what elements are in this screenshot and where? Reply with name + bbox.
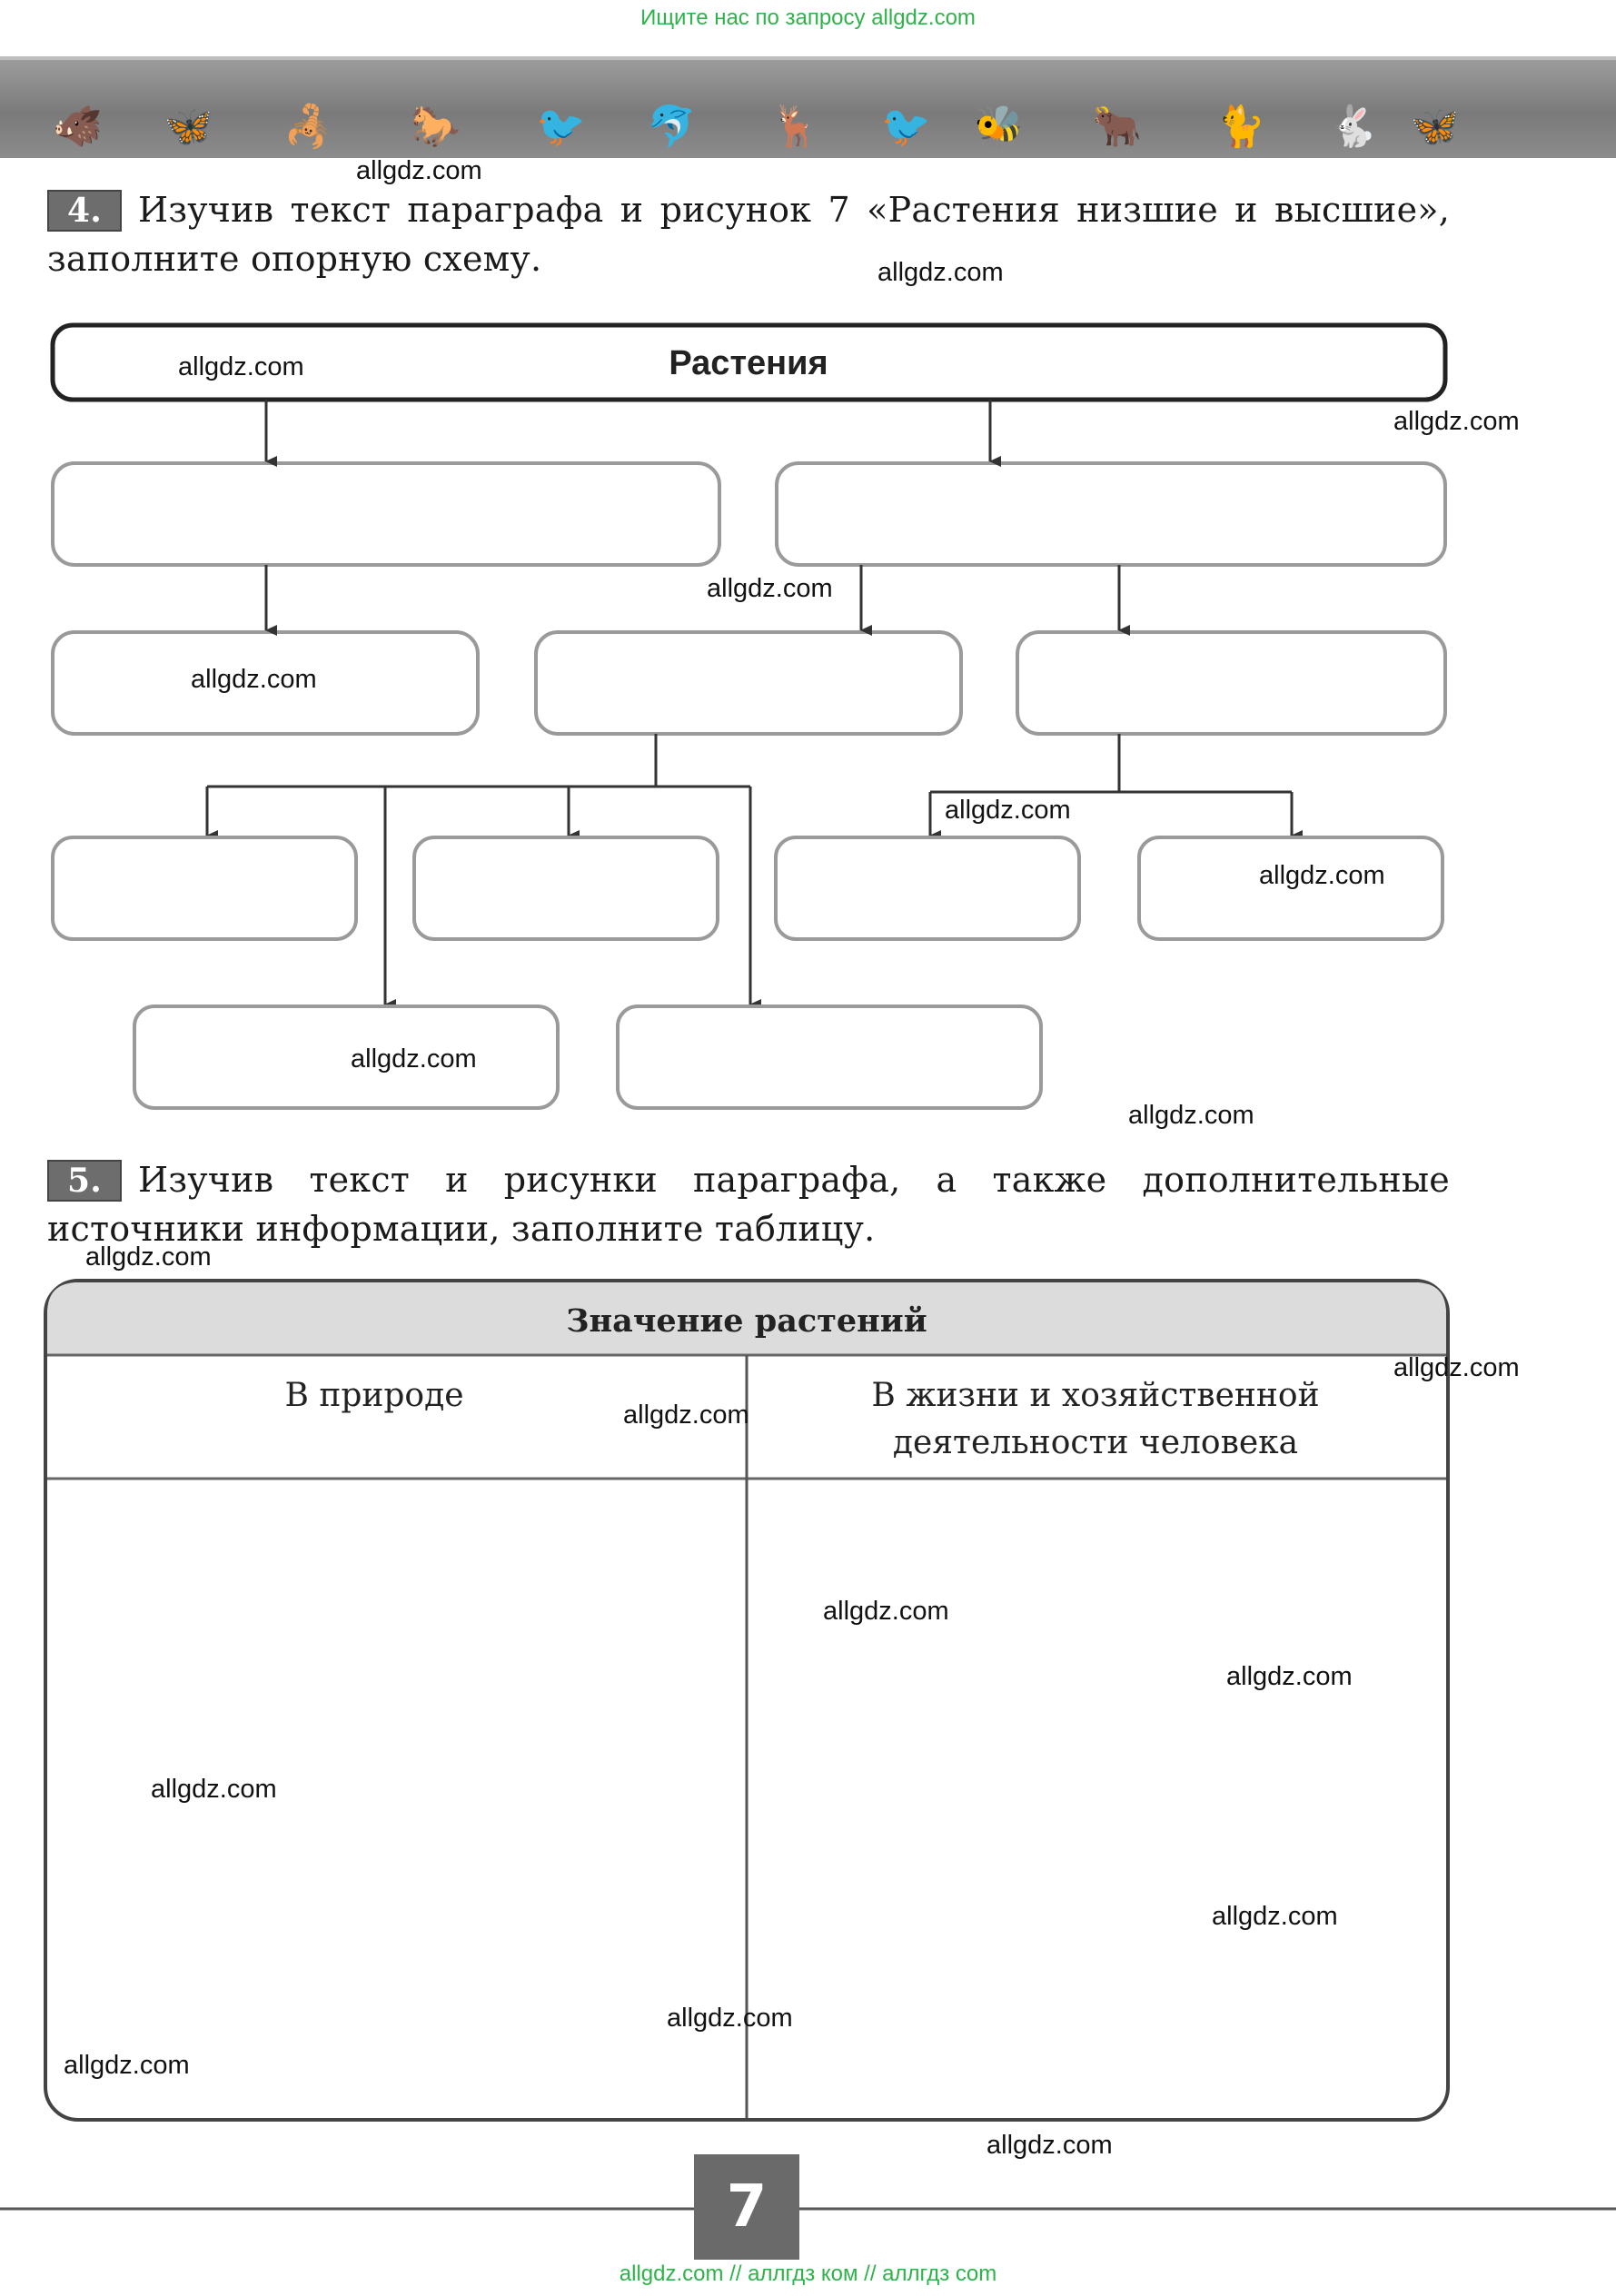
- bottom-link[interactable]: allgdz.com // аллгдз ком // аллгдз com: [619, 2261, 997, 2286]
- table-cell-human[interactable]: [749, 1480, 1444, 2116]
- scheme-box-l2-3[interactable]: [1016, 630, 1447, 736]
- watermark: allgdz.com: [623, 1400, 749, 1430]
- scheme-box-l4-2[interactable]: [616, 1004, 1043, 1110]
- rabbit-icon: 🐇: [1328, 104, 1378, 150]
- watermark: allgdz.com: [1259, 861, 1385, 890]
- watermark: allgdz.com: [823, 1597, 949, 1626]
- scheme-root-box: [50, 322, 1448, 402]
- table-title: Значение растений: [566, 1302, 927, 1340]
- watermark: allgdz.com: [178, 352, 304, 381]
- task4-number: 4.: [47, 190, 122, 232]
- watermark: allgdz.com: [1226, 1662, 1353, 1691]
- table-col-nature: В природе: [284, 1377, 463, 1414]
- watermark: allgdz.com: [1393, 1353, 1520, 1382]
- horse-icon: 🐎: [411, 104, 461, 150]
- scheme-box-l3-2[interactable]: [412, 836, 719, 941]
- scorpion-icon: 🦂: [283, 104, 333, 150]
- table-col-human-line2: деятельности человека: [893, 1424, 1298, 1461]
- scheme-box-l3-1[interactable]: [51, 836, 358, 941]
- boar-icon: 🐗: [53, 104, 103, 150]
- scheme-box-l1-2[interactable]: [775, 461, 1447, 567]
- bull-icon: 🐂: [1092, 104, 1142, 150]
- butterfly-icon: 🦋: [164, 104, 213, 150]
- butterfly-icon-2: 🦋: [1410, 104, 1460, 150]
- watermark: allgdz.com: [945, 796, 1071, 825]
- scheme-box-l4-1[interactable]: [133, 1004, 560, 1110]
- scheme-root-label: Растения: [669, 344, 828, 382]
- table-header-bg: [47, 1282, 1446, 1355]
- watermark: allgdz.com: [356, 156, 482, 185]
- watermark: allgdz.com: [85, 1242, 212, 1272]
- scheme-box-l2-2[interactable]: [534, 630, 963, 736]
- bird-icon: 🐦: [536, 104, 586, 150]
- watermark: allgdz.com: [986, 2131, 1113, 2160]
- watermark: allgdz.com: [667, 2004, 793, 2033]
- bird-icon-2: 🐦: [881, 104, 931, 150]
- watermark: allgdz.com: [151, 1775, 277, 1804]
- scheme-box-l3-3[interactable]: [774, 836, 1081, 941]
- table-col-human-line1: В жизни и хозяйственной: [871, 1377, 1319, 1414]
- watermark: allgdz.com: [1128, 1101, 1254, 1130]
- watermark: allgdz.com: [1212, 1902, 1338, 1931]
- cat-icon: 🐈: [1215, 104, 1265, 150]
- watermark: allgdz.com: [707, 574, 833, 603]
- scheme-box-l1-1[interactable]: [51, 461, 721, 567]
- scheme-box-l3-4[interactable]: [1137, 836, 1444, 941]
- task5-text: Изучив текст и рисунки параграфа, а такж…: [47, 1160, 1450, 1249]
- watermark: allgdz.com: [64, 2051, 190, 2080]
- header-banner: 🐗 🦋 🦂 🐎 🐦 🐬 🦌 🐦 🐝 🐂 🐈 🐇 🦋: [0, 56, 1616, 158]
- deer-icon: 🦌: [770, 104, 820, 150]
- watermark: allgdz.com: [877, 258, 1004, 287]
- dolphin-icon: 🐬: [647, 104, 697, 150]
- task4-text-block: 4.Изучив текст параграфа и рисунок 7 «Ра…: [47, 185, 1450, 283]
- task4-text: Изучив текст параграфа и рисунок 7 «Раст…: [47, 190, 1450, 279]
- top-link[interactable]: Ищите нас по запросу allgdz.com: [640, 5, 976, 30]
- page-number: 7: [694, 2154, 799, 2260]
- task5-number: 5.: [47, 1160, 122, 1202]
- bee-icon: 🐝: [974, 104, 1024, 150]
- watermark: allgdz.com: [191, 665, 317, 694]
- watermark: allgdz.com: [1393, 407, 1520, 436]
- task5-text-block: 5.Изучив текст и рисунки параграфа, а та…: [47, 1155, 1450, 1253]
- watermark: allgdz.com: [351, 1044, 477, 1074]
